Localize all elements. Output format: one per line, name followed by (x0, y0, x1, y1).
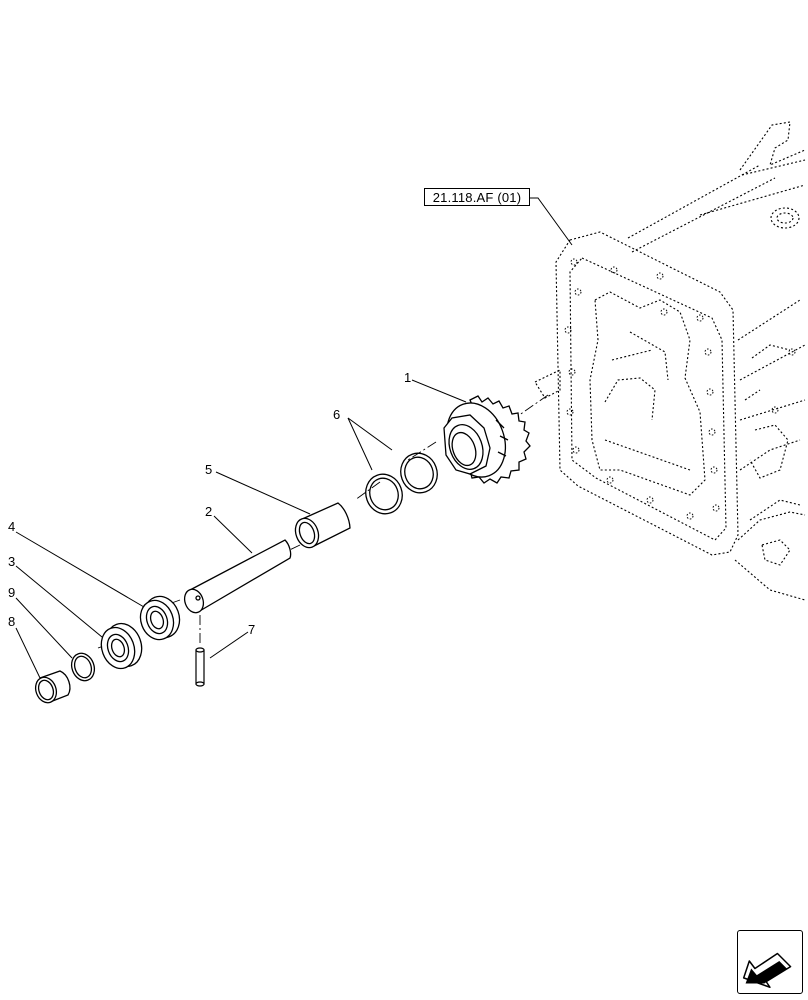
snap-ring-part-9 (70, 652, 96, 682)
snap-rings-part-6 (365, 452, 438, 515)
shaft-part-2 (183, 539, 292, 614)
callout-4: 4 (8, 519, 16, 534)
bearing-part-3 (100, 622, 143, 670)
arrow-back-icon (742, 952, 792, 988)
callout-7: 7 (248, 622, 256, 637)
callout-9: 9 (8, 585, 16, 600)
leader-lines (15, 197, 573, 679)
bushing-part-8 (34, 670, 71, 704)
bearing-part-4 (139, 595, 181, 641)
callout-1: 1 (404, 370, 412, 385)
callout-5: 5 (205, 462, 213, 477)
gear-part-1 (443, 395, 531, 484)
callout-2: 2 (205, 504, 213, 519)
transmission-housing (534, 121, 806, 601)
back-navigation-button[interactable] (737, 930, 803, 994)
pin-part-7 (195, 647, 205, 687)
bushing-part-5 (294, 502, 351, 549)
callout-8: 8 (8, 614, 16, 629)
callout-3: 3 (8, 554, 16, 569)
housing-bolt-holes (564, 258, 796, 520)
reference-link[interactable]: 21.118.AF (01) (424, 188, 530, 206)
callout-6: 6 (333, 407, 341, 422)
